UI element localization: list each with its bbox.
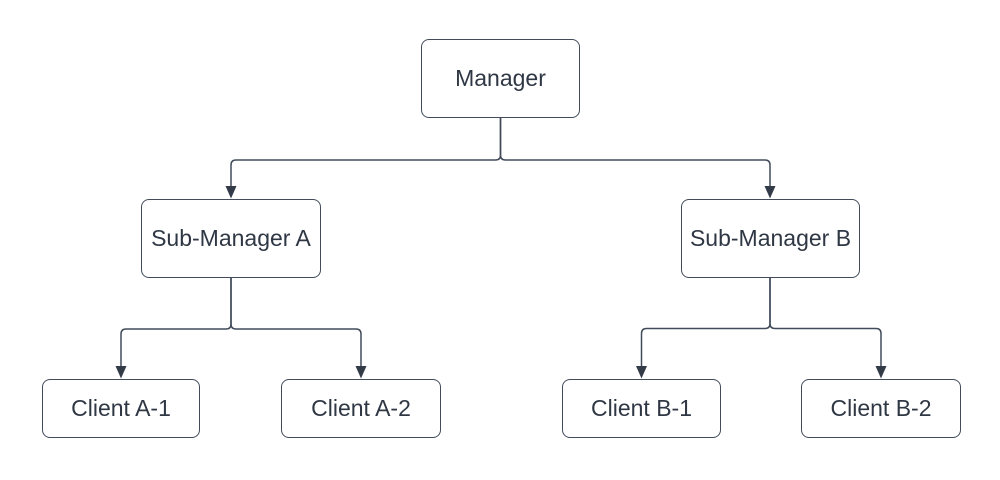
connector-sub-manager-a-to-client-a1 (115, 278, 232, 379)
node-client-a1-label: Client A-1 (71, 394, 171, 421)
node-manager: Manager (421, 39, 580, 118)
node-client-b2-label: Client B-2 (830, 394, 932, 421)
node-sub-manager-a: Sub-Manager A (141, 199, 321, 278)
connector-manager-to-sub-manager-b (499, 118, 776, 199)
connector-sub-manager-a-to-client-a2 (230, 278, 367, 379)
node-sub-manager-b-label: Sub-Manager B (689, 224, 852, 251)
connector-sub-manager-b-to-client-b2 (769, 278, 887, 379)
node-client-b2: Client B-2 (801, 379, 961, 438)
node-client-a2: Client A-2 (281, 379, 441, 438)
node-client-b1-label: Client B-1 (591, 394, 692, 421)
node-client-a1: Client A-1 (42, 379, 200, 438)
connector-sub-manager-b-to-client-b1 (636, 278, 771, 379)
node-sub-manager-a-label: Sub-Manager A (151, 224, 311, 251)
node-client-a2-label: Client A-2 (311, 394, 411, 421)
node-client-b1: Client B-1 (562, 379, 721, 438)
connector-manager-to-sub-manager-a (225, 118, 502, 199)
node-manager-label: Manager (455, 64, 546, 91)
node-sub-manager-b: Sub-Manager B (681, 199, 860, 278)
